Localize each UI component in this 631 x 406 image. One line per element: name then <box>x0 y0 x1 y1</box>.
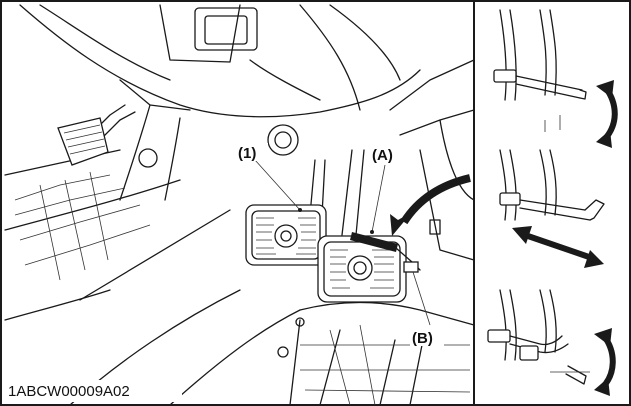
figure-code: 1ABCW00009A02 <box>8 383 130 400</box>
callout-1: (1) <box>238 145 256 162</box>
brake-pedal-icon <box>245 159 327 266</box>
callout-b: (B) <box>412 330 433 347</box>
pedal-adjust-arrow-head <box>390 212 412 236</box>
callout-a: (A) <box>372 147 393 164</box>
side-view-slide <box>499 149 605 268</box>
adjustable-pedal <box>317 149 421 303</box>
accelerator-pedal <box>57 104 136 166</box>
main-view: (1) (A) (B) 1ABCW00009A02 <box>4 4 475 406</box>
side-view-lower <box>487 289 616 396</box>
side-view-raise <box>493 9 618 148</box>
floor-mat-pattern <box>14 171 471 406</box>
left-right-arrow-icon <box>524 232 593 261</box>
